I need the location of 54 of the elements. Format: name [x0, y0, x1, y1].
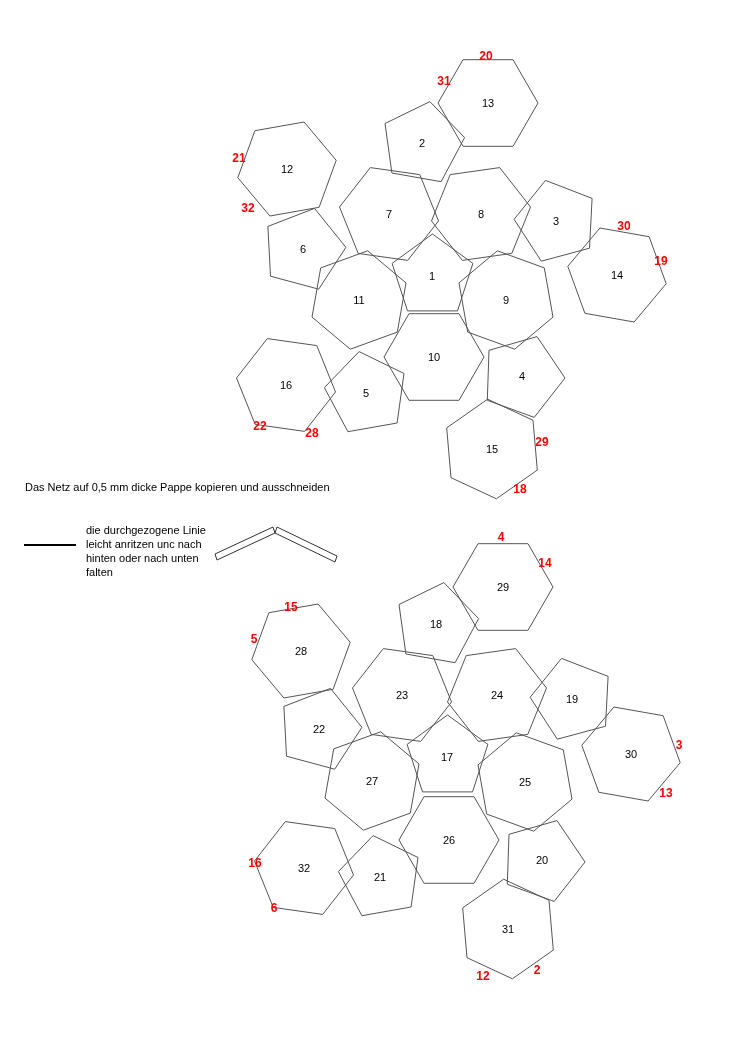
- glue-tab-number: 14: [538, 556, 552, 570]
- face-number: 32: [297, 862, 311, 874]
- face-number: 28: [294, 645, 308, 657]
- face-number: 29: [496, 581, 510, 593]
- face-number: 27: [365, 775, 379, 787]
- face-number: 14: [610, 269, 624, 281]
- face-number: 6: [299, 243, 307, 255]
- glue-tab-number: 21: [232, 151, 246, 165]
- face-number: 12: [280, 163, 294, 175]
- face-number: 13: [481, 97, 495, 109]
- face-number: 9: [502, 294, 510, 306]
- glue-tab-number: 5: [250, 632, 258, 646]
- glue-tab-number: 4: [497, 530, 505, 544]
- face-number: 23: [395, 689, 409, 701]
- face-number: 20: [535, 854, 549, 866]
- glue-tab-number: 6: [270, 901, 278, 915]
- face-number: 21: [373, 871, 387, 883]
- face-number: 10: [427, 351, 441, 363]
- face-number: 25: [518, 776, 532, 788]
- face-number: 7: [385, 208, 393, 220]
- face-number: 19: [565, 693, 579, 705]
- face-number: 22: [312, 723, 326, 735]
- legend-text: die durchgezogene Linie leicht anritzen unc nach hinten oder nach unten falten: [86, 523, 207, 579]
- glue-tab-number: 15: [284, 600, 298, 614]
- glue-tab-number: 32: [241, 201, 255, 215]
- face-number: 24: [490, 689, 504, 701]
- face-number: 8: [477, 208, 485, 220]
- face-number: 1: [428, 270, 436, 282]
- face-number: 5: [362, 387, 370, 399]
- glue-tab-number: 29: [535, 435, 549, 449]
- face-number: 2: [418, 137, 426, 149]
- glue-tab-number: 31: [437, 74, 451, 88]
- glue-tab-number: 12: [476, 969, 490, 983]
- glue-tab-number: 28: [305, 426, 319, 440]
- face-number: 4: [518, 370, 526, 382]
- glue-tab-number: 16: [248, 856, 262, 870]
- instruction-text: Das Netz auf 0,5 mm dicke Pappe kopieren und ausschneiden: [25, 481, 330, 493]
- glue-tab-number: 30: [617, 219, 631, 233]
- glue-tab-number: 13: [659, 786, 673, 800]
- face-number: 11: [353, 294, 365, 306]
- face-number: 31: [501, 923, 515, 935]
- face-number: 18: [429, 618, 443, 630]
- glue-tab-number: 3: [675, 738, 683, 752]
- glue-tab-number: 20: [479, 49, 493, 63]
- face-number: 15: [485, 443, 499, 455]
- glue-tab-number: 22: [253, 419, 267, 433]
- face-number: 3: [552, 215, 560, 227]
- face-number: 30: [624, 748, 638, 760]
- face-number: 16: [279, 379, 293, 391]
- face-number: 17: [440, 751, 454, 763]
- face-number: 26: [442, 834, 456, 846]
- glue-tab-number: 18: [513, 482, 527, 496]
- glue-tab-number: 19: [654, 254, 668, 268]
- glue-tab-number: 2: [533, 963, 541, 977]
